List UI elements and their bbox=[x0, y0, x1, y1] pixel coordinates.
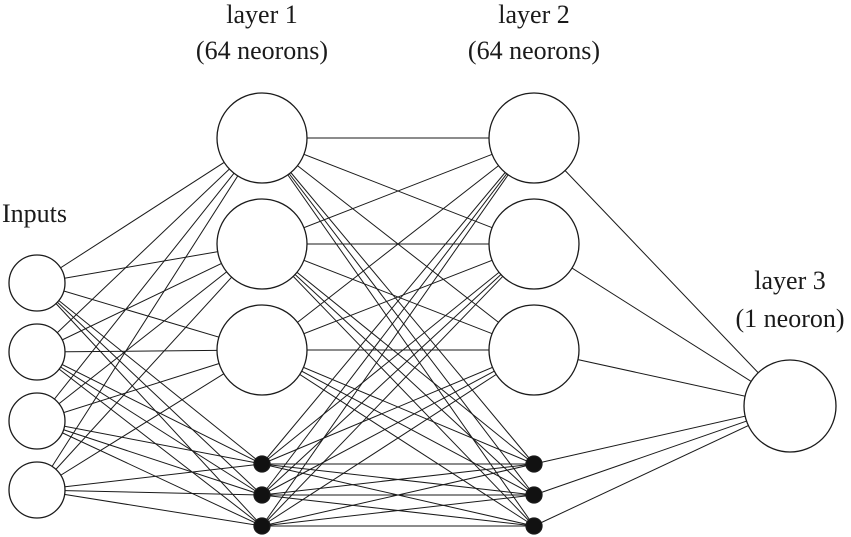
input-to-layer1-edge bbox=[36, 282, 263, 465]
layer1-to-layer2-edge bbox=[261, 349, 535, 496]
layer1-to-layer2-edge bbox=[261, 463, 535, 527]
layer-3-label: layer 3 bbox=[754, 266, 826, 295]
layer1-node-2 bbox=[216, 198, 308, 290]
layer1-small-node-5 bbox=[253, 486, 271, 504]
layer1-to-layer2-edge bbox=[261, 349, 535, 527]
input-to-layer1-edge bbox=[36, 420, 263, 527]
layer1-to-layer2-edge bbox=[261, 494, 535, 527]
input-to-layer1-edge bbox=[36, 351, 263, 496]
layer1-small-node-6 bbox=[253, 517, 271, 535]
layer-1-neuron-count: (64 neorons) bbox=[195, 36, 329, 65]
layer1-node-1 bbox=[216, 92, 308, 184]
layer1-to-layer2-edge bbox=[261, 243, 535, 496]
input-to-layer1-edge bbox=[36, 137, 263, 491]
input-to-layer1-edge bbox=[36, 351, 263, 465]
layer1-to-layer2-edge bbox=[261, 463, 535, 496]
layer2-to-layer3-edge bbox=[533, 137, 791, 407]
layer1-to-layer2-edge bbox=[261, 137, 535, 245]
layer-3-neuron-count: (1 neoron) bbox=[735, 304, 845, 333]
input-to-layer1-edge bbox=[36, 463, 263, 491]
layer2-node-2 bbox=[488, 198, 580, 290]
layer1-to-layer2-edge bbox=[261, 349, 535, 465]
input-to-layer1-edge bbox=[36, 489, 263, 496]
input-to-layer1-edge bbox=[36, 420, 263, 496]
input-to-layer1-edge bbox=[36, 282, 263, 527]
layer1-to-layer2-edge bbox=[261, 243, 535, 527]
input-node-1 bbox=[8, 254, 66, 312]
layer3-output-node-1 bbox=[743, 359, 837, 453]
layer1-to-layer2-edge bbox=[261, 137, 535, 351]
connection-lines bbox=[36, 137, 791, 527]
layer2-small-node-4 bbox=[525, 455, 543, 473]
layer1-to-layer2-edge bbox=[261, 243, 535, 465]
layer1-to-layer2-edge bbox=[261, 137, 535, 465]
layer1-small-node-4 bbox=[253, 455, 271, 473]
layer1-node-3 bbox=[216, 304, 308, 396]
input-to-layer1-edge bbox=[36, 243, 263, 422]
layer2-node-3 bbox=[488, 304, 580, 396]
inputs-label: Inputs bbox=[2, 199, 67, 228]
input-to-layer1-edge bbox=[36, 420, 263, 465]
layer2-to-layer3-edge bbox=[533, 243, 791, 407]
layer2-node-1 bbox=[488, 92, 580, 184]
layer1-to-layer2-edge bbox=[261, 137, 535, 527]
input-node-4 bbox=[8, 461, 66, 519]
input-to-layer1-edge bbox=[36, 137, 263, 422]
layer-1-label: layer 1 bbox=[226, 0, 298, 29]
input-to-layer1-edge bbox=[36, 137, 263, 353]
layer-2-neuron-count: (64 neorons) bbox=[467, 36, 601, 65]
layer2-small-node-5 bbox=[525, 486, 543, 504]
input-node-3 bbox=[8, 392, 66, 450]
layer2-to-layer3-edge bbox=[533, 405, 791, 527]
input-to-layer1-edge bbox=[36, 243, 263, 491]
input-node-2 bbox=[8, 323, 66, 381]
layer1-to-layer2-edge bbox=[261, 137, 535, 496]
input-to-layer1-edge bbox=[36, 489, 263, 527]
neuron-nodes bbox=[8, 92, 837, 535]
input-to-layer1-edge bbox=[36, 351, 263, 527]
layer-2-label: layer 2 bbox=[498, 0, 570, 29]
input-to-layer1-edge bbox=[36, 282, 263, 496]
layer2-small-node-6 bbox=[525, 517, 543, 535]
layer1-to-layer2-edge bbox=[261, 243, 535, 351]
